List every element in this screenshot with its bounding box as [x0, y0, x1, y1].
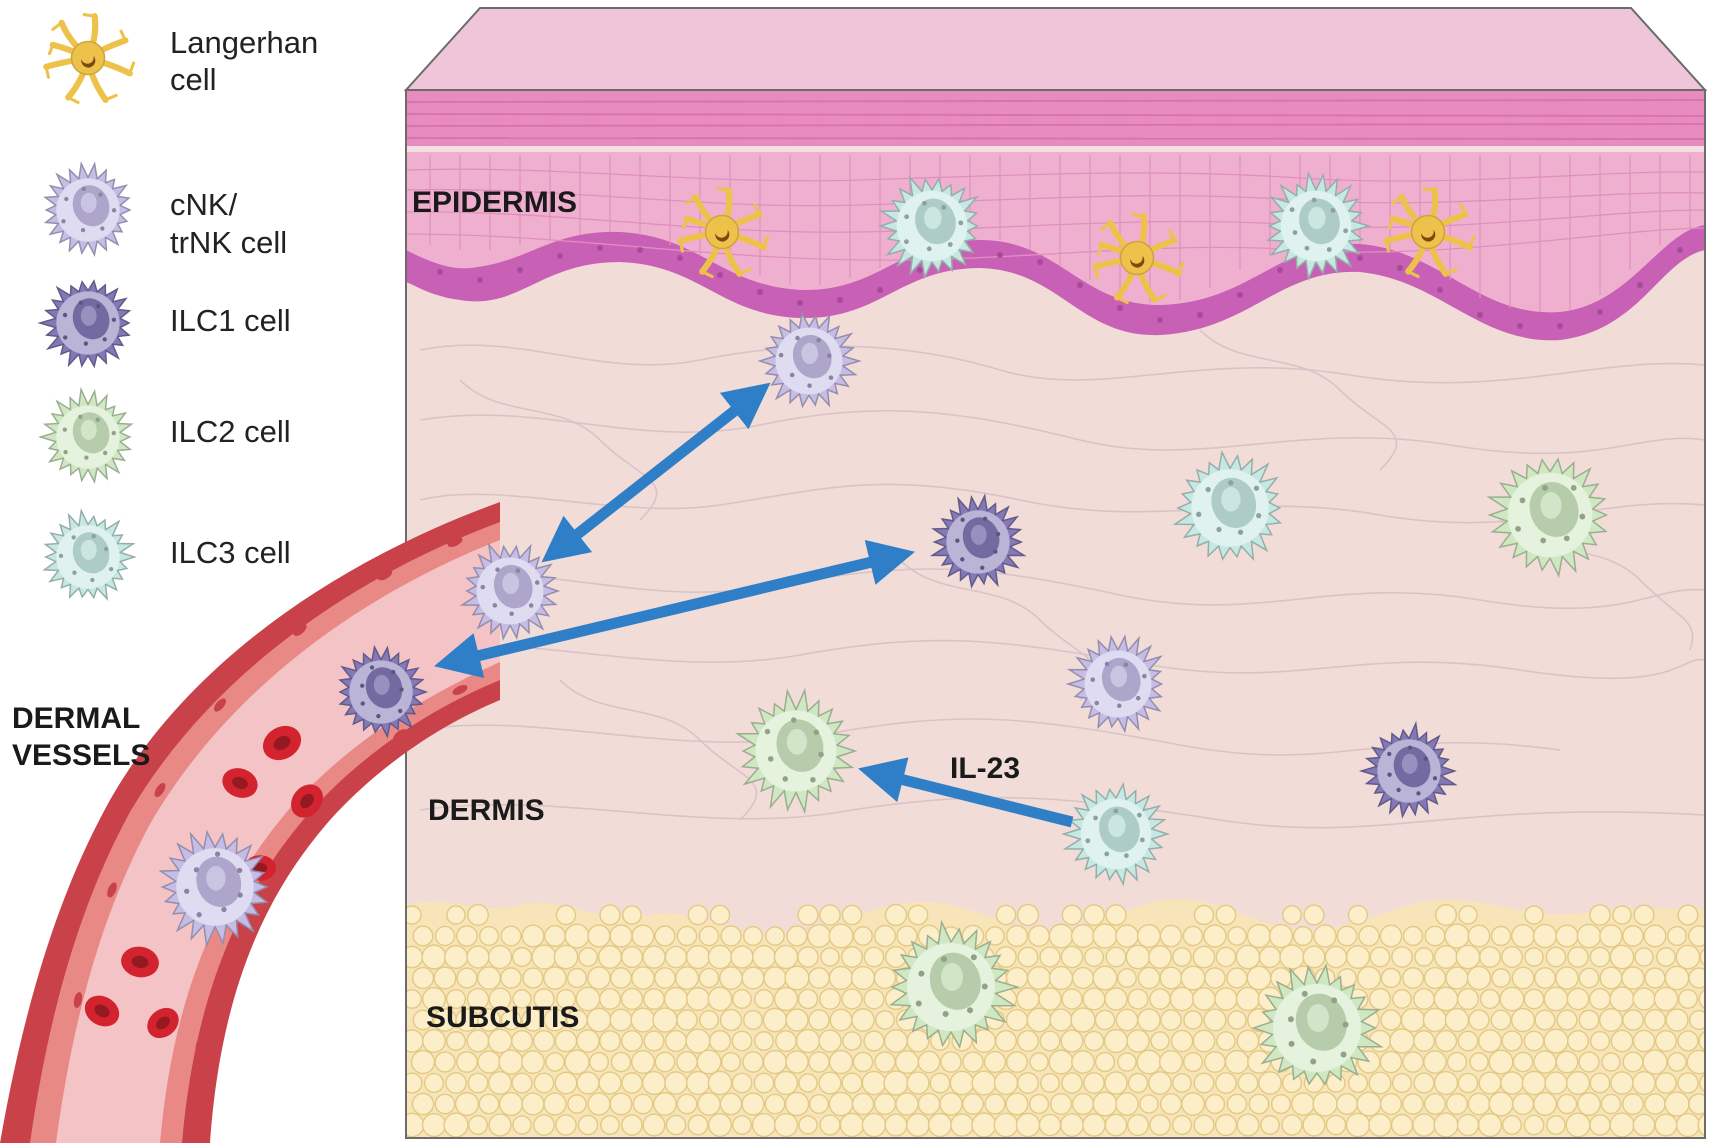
legend-label-langerhans: Langerhan	[170, 25, 318, 60]
red-blood-cell	[291, 784, 323, 818]
ilc1-cell-icon	[37, 279, 132, 369]
ilc3-cell	[1061, 781, 1170, 887]
il23-label: IL-23	[950, 752, 1020, 785]
il23-conversion-arrow	[858, 757, 1074, 828]
legend: Langerhan cell cNK/ trNK cell ILC1 cell …	[37, 13, 318, 601]
cnk-cell	[757, 311, 862, 409]
red-blood-cells	[84, 725, 323, 1039]
red-blood-cell	[222, 768, 258, 798]
red-blood-cell	[147, 1007, 179, 1039]
langerhans-cell	[1092, 213, 1185, 305]
ilc1-cell	[1358, 720, 1458, 819]
granular-line	[406, 146, 1705, 152]
skin-top-surface	[403, 7, 1708, 91]
arrows	[434, 382, 1074, 828]
red-blood-cell	[84, 995, 120, 1027]
cnk-trnk-cell-icon	[43, 161, 132, 257]
migration-arrow-cnk	[541, 382, 771, 563]
subcutis-label: SUBCUTIS	[426, 1001, 579, 1034]
ilc3-cell	[877, 174, 980, 280]
ilc3-cell-icon	[42, 508, 137, 601]
langerhans-cell	[677, 187, 770, 279]
red-blood-cell	[121, 946, 159, 978]
migration-arrow-ilc1	[434, 539, 915, 679]
legend-label-cnk: cNK/	[170, 187, 238, 222]
epidermis-basal-layer	[406, 225, 1705, 341]
fat-cells	[406, 903, 1705, 1138]
cnk-cell	[1065, 634, 1164, 734]
skin-block-outline	[405, 89, 1706, 1139]
ilc2-cell	[1486, 457, 1609, 578]
corneum-lines	[406, 99, 1705, 140]
basal-nuclei	[437, 245, 1683, 329]
epidermis-label: EPIDERMIS	[412, 186, 577, 219]
ilc2-cell	[734, 687, 858, 815]
legend-label-ilc3: ILC3 cell	[170, 535, 291, 570]
legend-label-ilc2: ILC2 cell	[170, 414, 291, 449]
dermis-label: DERMIS	[428, 794, 545, 827]
ilc2-cell	[1251, 963, 1384, 1086]
ilc2-cell	[888, 919, 1021, 1050]
legend-label-langerhans-line2: cell	[170, 62, 217, 97]
dermal-vessels-label-line1: DERMAL	[12, 702, 140, 735]
cnk-cell	[158, 829, 269, 948]
ilc1-cell	[929, 493, 1027, 589]
legend-icons	[37, 13, 137, 601]
red-blood-cell	[262, 725, 302, 761]
legend-label-ilc1: ILC1 cell	[170, 303, 291, 338]
legend-label-cnk-line2: trNK cell	[170, 225, 287, 260]
dermal-vessels-label-line2: VESSELS	[12, 739, 150, 772]
ilc1-cell	[338, 644, 429, 739]
ilc3-cell	[1172, 449, 1283, 562]
langerhans-cell-icon	[43, 13, 136, 105]
ilc2-cell-icon	[37, 386, 134, 485]
skin-block	[403, 7, 1708, 1139]
epidermis-cell-grid	[406, 168, 1705, 261]
ilc3-cell	[1265, 170, 1372, 282]
langerhans-cell	[1383, 187, 1476, 279]
